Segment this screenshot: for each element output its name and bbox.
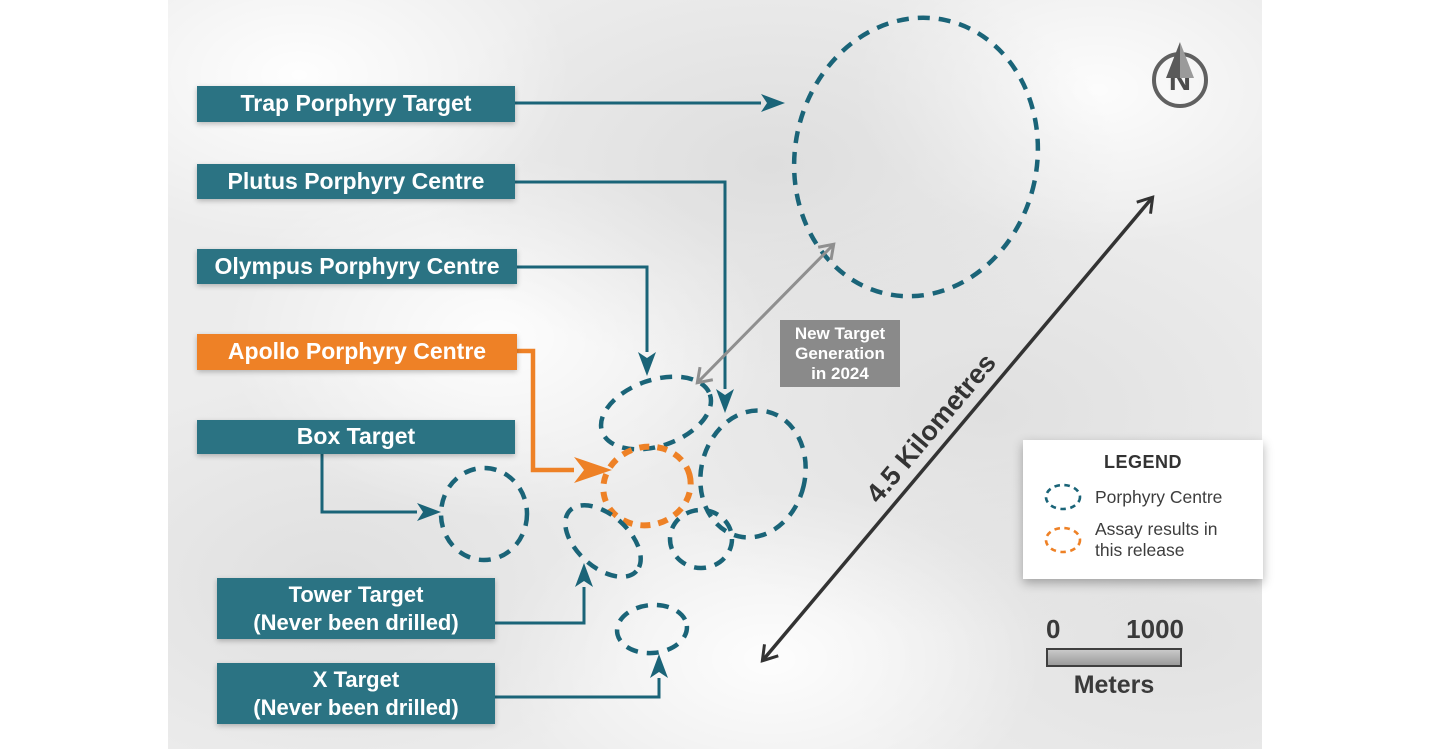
plutus-connector-arrow	[515, 180, 734, 413]
porphyry-centre-icon	[1044, 483, 1082, 511]
box-connector-arrow	[320, 454, 441, 521]
label-text: Olympus Porphyry Centre	[214, 252, 500, 279]
label-text: Plutus Porphyry Centre	[227, 167, 485, 194]
new-target-annotation-box: New Target Generation in 2024	[780, 320, 900, 387]
annotation-line1: New Target	[794, 324, 886, 343]
legend-item-assay-results: Assay results in this release	[1041, 519, 1263, 561]
label-x-target: X Target (Never been drilled)	[217, 663, 495, 724]
label-box-target: Box Target	[197, 420, 515, 454]
olympus-porphyry-outline	[598, 374, 714, 452]
scale-start: 0	[1046, 614, 1061, 644]
scale-end: 1000	[1126, 614, 1184, 644]
label-plutus-porphyry-centre: Plutus Porphyry Centre	[197, 164, 515, 199]
scale-bar	[1046, 648, 1182, 667]
annotation-line3: in 2024	[811, 364, 869, 383]
small-centre-outline	[667, 507, 735, 571]
label-tower-target: Tower Target (Never been drilled)	[217, 578, 495, 639]
distance-arrow	[760, 195, 1155, 663]
legend-panel: LEGEND Porphyry Centre Assay results in …	[1023, 440, 1263, 579]
label-text: Trap Porphyry Target	[240, 90, 472, 117]
scale-bar-numbers: 0 1000	[1046, 614, 1184, 645]
label-text-line2: (Never been drilled)	[253, 609, 459, 635]
label-text-line1: Tower Target	[288, 581, 424, 607]
north-indicator: N	[1152, 42, 1208, 108]
apollo-connector-arrow	[517, 348, 612, 483]
olympus-connector-arrow	[517, 265, 656, 376]
apollo-porphyry-outline	[600, 443, 694, 529]
assay-results-icon	[1044, 526, 1082, 554]
tower-connector-arrow	[495, 563, 593, 625]
label-text-line2: (Never been drilled)	[253, 694, 459, 720]
annotation-line2: Generation	[795, 344, 885, 363]
label-text: Apollo Porphyry Centre	[227, 338, 487, 365]
legend-item-label: Porphyry Centre	[1095, 486, 1223, 507]
north-arrow-icon	[1166, 42, 1194, 78]
legend-item-porphyry-centre: Porphyry Centre	[1041, 481, 1263, 513]
tower-target-outline	[563, 502, 643, 580]
plutus-porphyry-outline	[698, 408, 808, 540]
legend-title: LEGEND	[1103, 452, 1182, 472]
label-apollo-porphyry-centre: Apollo Porphyry Centre	[197, 334, 517, 370]
x-connector-arrow	[495, 654, 668, 699]
map-area: 4.5 Kilometres Trap Porphyry Target Plut…	[168, 0, 1263, 749]
x-target-outline	[614, 602, 690, 656]
label-olympus-porphyry-centre: Olympus Porphyry Centre	[197, 249, 517, 284]
label-text: Box Target	[296, 423, 416, 450]
scale-unit: Meters	[1073, 671, 1155, 699]
legend-item-label: Assay results in this release	[1095, 519, 1218, 560]
box-target-outline	[438, 465, 530, 563]
label-trap-porphyry-target: Trap Porphyry Target	[197, 86, 515, 122]
label-text-line1: X Target	[312, 666, 400, 692]
trap-porphyry-outline	[791, 15, 1041, 299]
